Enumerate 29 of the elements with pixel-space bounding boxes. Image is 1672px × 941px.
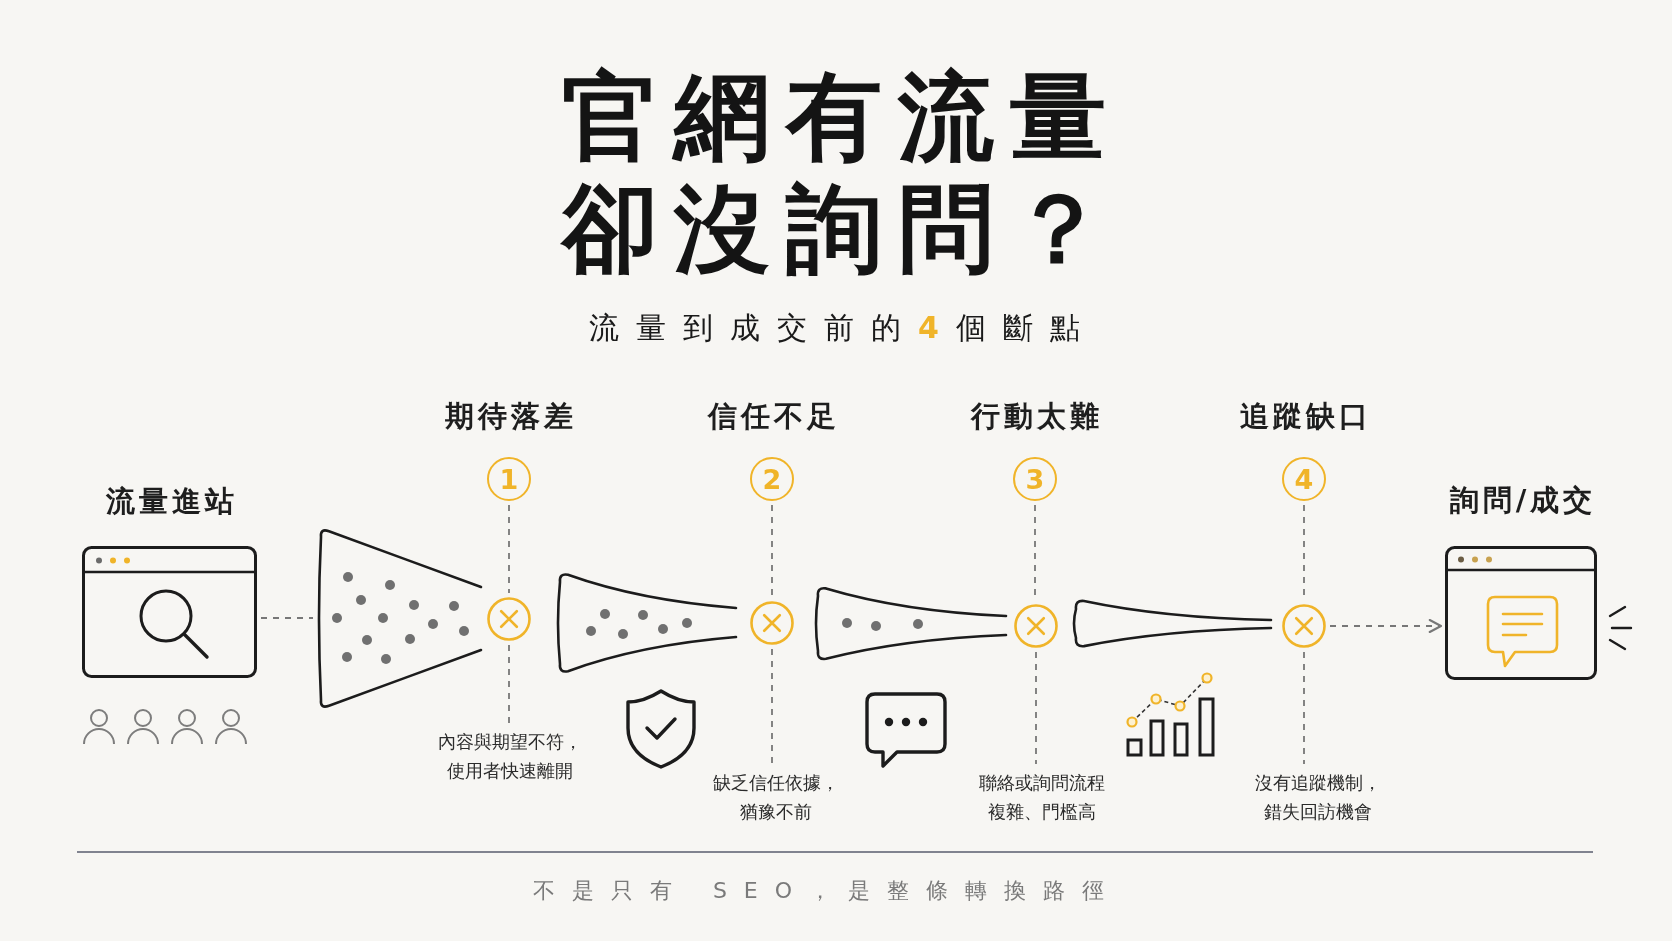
connector-line [508, 504, 510, 594]
cross-circle [487, 597, 531, 641]
arrow [1329, 618, 1443, 634]
title: 官網有流量卻沒詢問？ [561, 61, 1123, 285]
step-heading: 追蹤缺口 [1239, 398, 1372, 434]
number-circle: 3 [1013, 457, 1057, 501]
step-description: 缺乏信任依據，猶豫不前 [709, 768, 843, 826]
funnel [1072, 598, 1273, 649]
connector-line [771, 504, 773, 598]
step-description: 聯絡或詢問流程複雜、門檻高 [975, 768, 1109, 826]
leader-line [1035, 651, 1037, 765]
stage-heading: 詢問/成交 [1448, 482, 1597, 518]
caption: 不是只有 SEO，是整條轉換路徑 [532, 877, 1122, 905]
number-circle: 4 [1282, 457, 1326, 501]
stage-heading: 流量進站 [104, 483, 238, 519]
step-heading: 行動太難 [969, 398, 1103, 434]
leader-line [508, 644, 510, 724]
number-circle: 1 [487, 457, 531, 501]
leader-line [1303, 651, 1305, 765]
step-heading: 信任不足 [706, 398, 840, 434]
number-circle: 2 [750, 457, 794, 501]
step-description: 內容與期望不符，使用者快速離開 [434, 727, 586, 785]
step-heading: 期待落差 [444, 398, 577, 434]
step-description: 沒有追蹤機制，錯失回訪機會 [1251, 768, 1385, 826]
cross-circle [750, 601, 794, 645]
cross-circle [1282, 604, 1326, 648]
leader-line [771, 648, 773, 765]
connector-line [260, 617, 314, 619]
cross-circle [1014, 604, 1058, 648]
